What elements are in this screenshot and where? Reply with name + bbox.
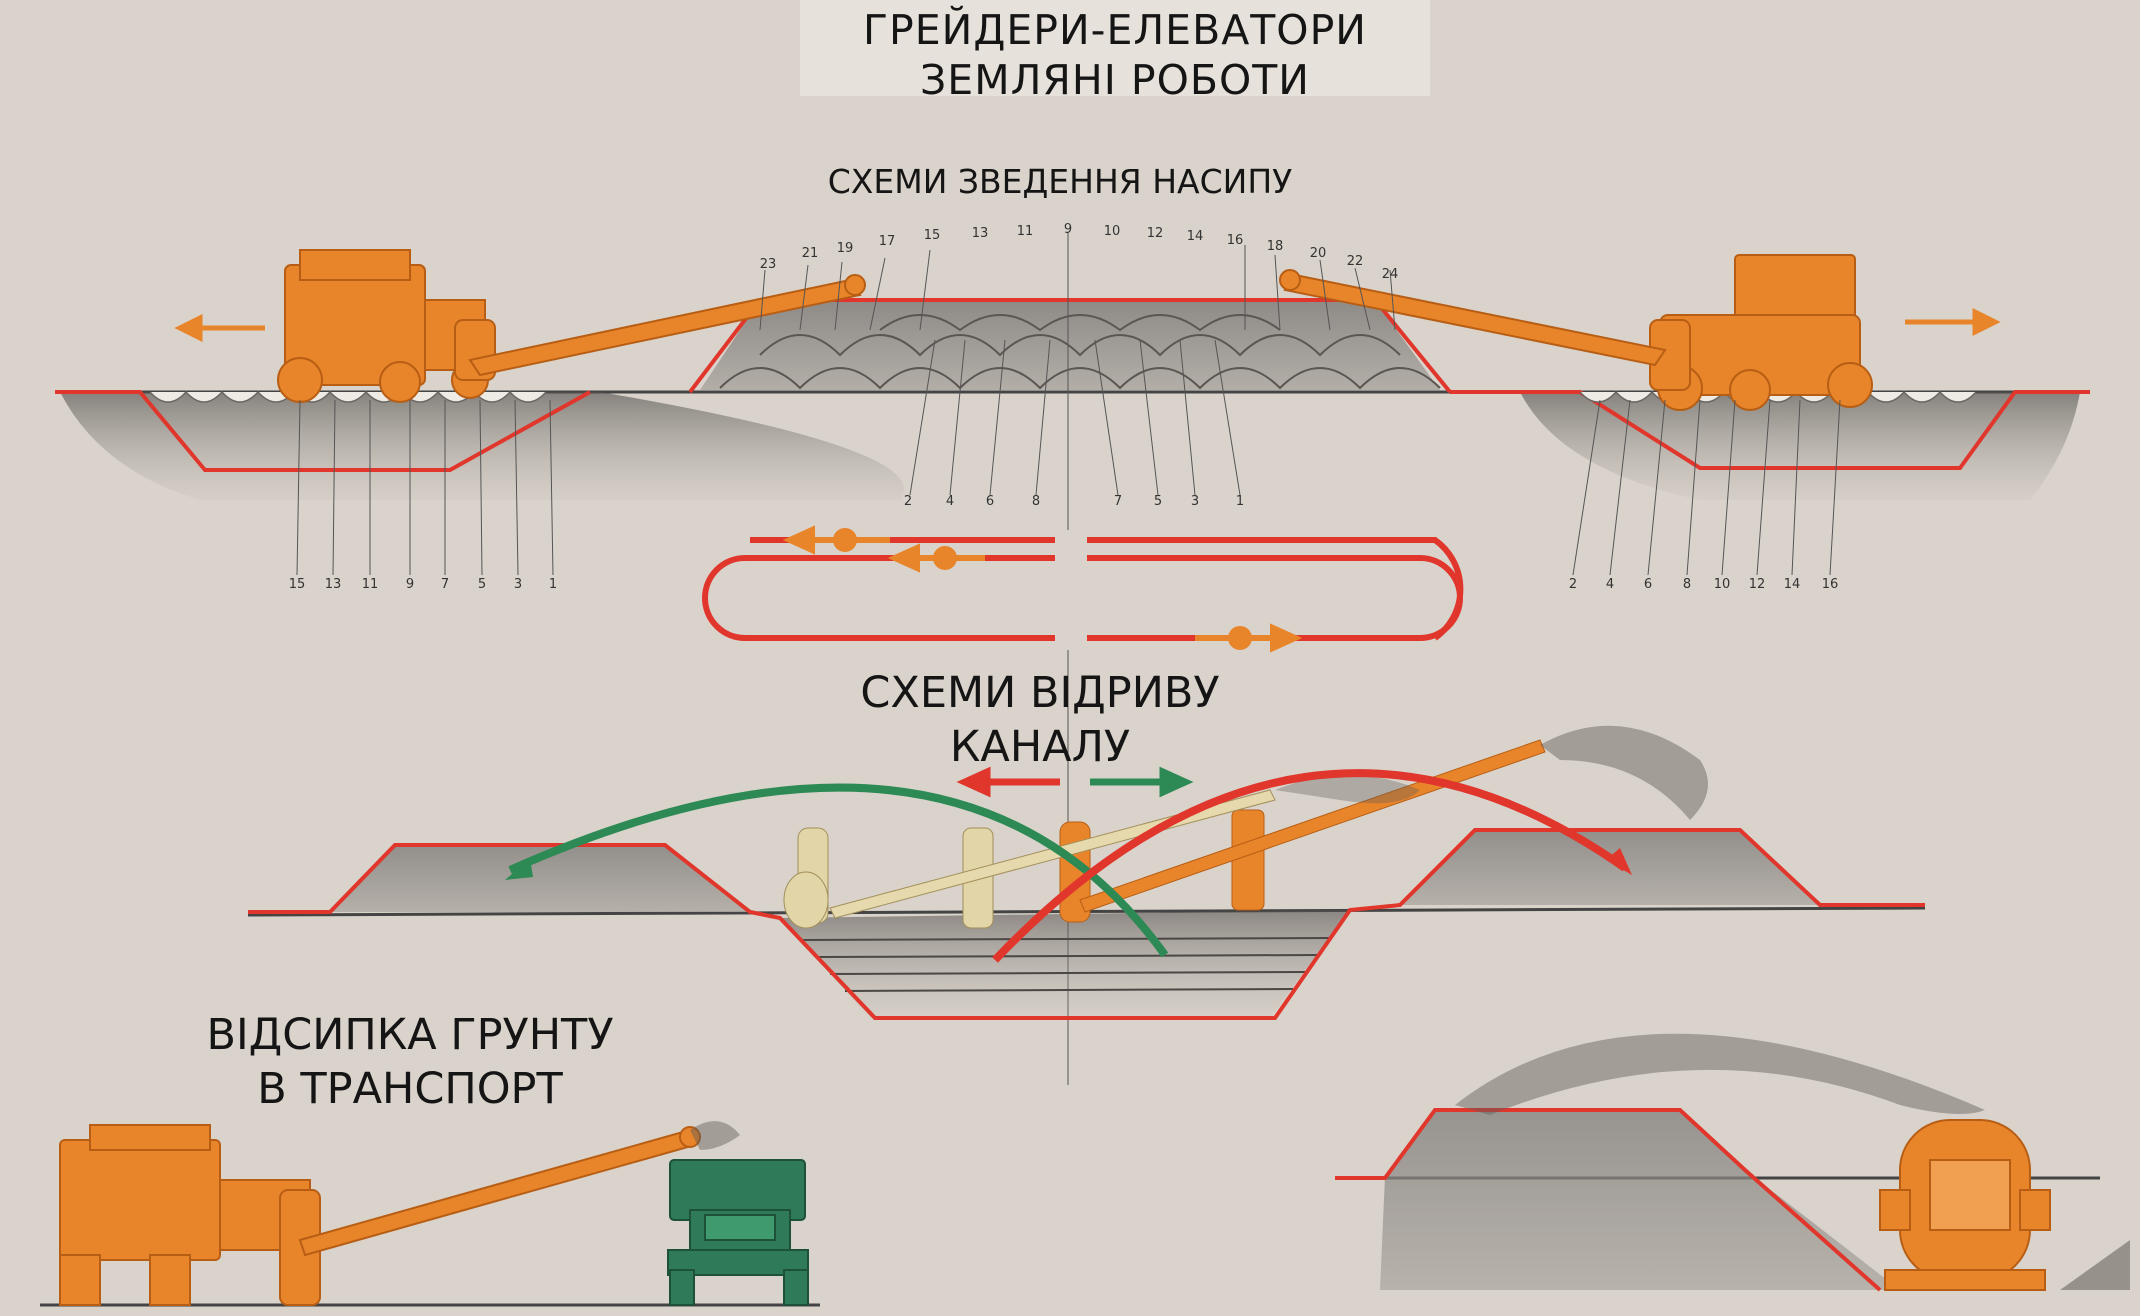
grader-elevator-icon bbox=[277, 249, 866, 403]
top-number-labels: 23 21 19 17 15 13 11 9 10 12 14 16 18 20… bbox=[760, 222, 1399, 282]
soil-spray bbox=[1540, 725, 1708, 820]
number-label: 9 bbox=[406, 577, 414, 592]
left-trench bbox=[60, 392, 905, 500]
number-label: 6 bbox=[1644, 577, 1652, 592]
right-trench-outline bbox=[1450, 390, 2090, 470]
embankment-heading: СХЕМИ ЗВЕДЕННЯ НАСИПУ bbox=[827, 162, 1293, 201]
number-label: 6 bbox=[986, 494, 994, 509]
arrow-right-icon bbox=[1195, 623, 1303, 653]
grader-elevator-icon bbox=[59, 1124, 701, 1306]
number-label: 3 bbox=[1191, 494, 1199, 509]
number-label: 3 bbox=[514, 577, 522, 592]
number-label: 7 bbox=[1114, 494, 1122, 509]
grader-elevator-icon bbox=[1279, 254, 1873, 411]
number-label: 10 bbox=[1714, 577, 1731, 592]
number-label: 20 bbox=[1310, 246, 1327, 261]
number-label: 15 bbox=[924, 228, 941, 243]
number-label: 8 bbox=[1032, 494, 1040, 509]
spoil-pile bbox=[1380, 1110, 1900, 1290]
number-label: 1 bbox=[549, 577, 557, 592]
traffic-loop-diagram bbox=[702, 525, 1464, 653]
loop-outline bbox=[1055, 555, 1463, 641]
number-label: 14 bbox=[1784, 577, 1801, 592]
center-bottom-number-labels: 2 4 6 8 7 5 3 1 bbox=[904, 494, 1244, 509]
embankment-scheme: 23 21 19 17 15 13 11 9 10 12 14 16 18 20… bbox=[55, 222, 2090, 1085]
right-trench bbox=[1520, 392, 2080, 500]
number-label: 21 bbox=[802, 246, 819, 261]
number-label: 5 bbox=[478, 577, 486, 592]
number-label: 2 bbox=[904, 494, 912, 509]
number-label: 13 bbox=[325, 577, 342, 592]
canal-cut bbox=[780, 910, 1350, 1018]
number-label: 22 bbox=[1347, 254, 1364, 269]
poster-title-line1: ГРЕЙДЕРИ-ЕЛЕВАТОРИ bbox=[863, 6, 1367, 54]
arrow-left-icon bbox=[505, 858, 533, 880]
number-label: 2 bbox=[1569, 577, 1577, 592]
number-label: 10 bbox=[1104, 224, 1121, 239]
arrow-right-icon bbox=[1606, 848, 1632, 875]
canal-heading-line2: КАНАЛУ bbox=[949, 722, 1131, 772]
transport-scheme bbox=[40, 1033, 2130, 1307]
loop-outline bbox=[1055, 537, 1464, 641]
number-label: 17 bbox=[879, 234, 896, 249]
number-label: 4 bbox=[1606, 577, 1614, 592]
green-trajectory-arc bbox=[508, 783, 1169, 958]
number-label: 12 bbox=[1749, 577, 1766, 592]
transport-heading-line2: В ТРАНСПОРТ bbox=[257, 1064, 563, 1114]
number-label: 12 bbox=[1147, 226, 1164, 241]
right-trench-number-labels: 2 4 6 8 10 12 14 16 bbox=[1569, 577, 1838, 592]
soil-spray bbox=[1455, 1033, 1985, 1115]
number-label: 7 bbox=[441, 577, 449, 592]
dump-truck-icon bbox=[667, 1159, 809, 1306]
arrow-left-icon bbox=[174, 313, 265, 343]
number-label: 5 bbox=[1154, 494, 1162, 509]
arrow-right-icon bbox=[1090, 766, 1194, 798]
left-trench-outline bbox=[55, 390, 591, 472]
poster-title-line2: ЗЕМЛЯНІ РОБОТИ bbox=[920, 56, 1310, 104]
red-trajectory-arc bbox=[992, 769, 1628, 963]
left-trench-number-labels: 15 13 11 9 7 5 3 1 bbox=[289, 577, 557, 592]
number-label: 24 bbox=[1382, 267, 1399, 282]
spoil-outline bbox=[1335, 1108, 1882, 1292]
embankment-layers bbox=[719, 314, 1441, 390]
loop-gap bbox=[1055, 530, 1087, 650]
number-label: 1 bbox=[1236, 494, 1244, 509]
left-spoil-bank bbox=[330, 845, 750, 912]
number-label: 16 bbox=[1227, 233, 1244, 248]
number-label: 11 bbox=[1017, 224, 1034, 239]
number-label: 23 bbox=[760, 257, 777, 272]
number-label: 16 bbox=[1822, 577, 1839, 592]
title-box bbox=[800, 0, 1430, 96]
trench-scallops bbox=[149, 390, 1977, 403]
number-label: 14 bbox=[1187, 229, 1204, 244]
canal-scheme bbox=[247, 725, 1926, 1020]
transport-heading-line1: ВІДСИПКА ГРУНТУ bbox=[206, 1010, 614, 1060]
number-label: 15 bbox=[289, 577, 306, 592]
canal-layers bbox=[799, 937, 1331, 992]
soil-spray bbox=[690, 1121, 740, 1150]
number-label: 9 bbox=[1064, 222, 1072, 237]
number-label: 19 bbox=[837, 241, 854, 256]
number-label: 18 bbox=[1267, 239, 1284, 254]
number-label: 11 bbox=[362, 577, 379, 592]
number-label: 13 bbox=[972, 226, 989, 241]
arrow-right-icon bbox=[1905, 307, 2001, 337]
right-spoil-bank bbox=[1400, 830, 1820, 905]
loop-outline bbox=[702, 555, 1055, 641]
arrow-left-icon bbox=[782, 525, 890, 555]
canal-heading-line1: СХЕМИ ВІДРИВУ bbox=[860, 668, 1220, 718]
arrow-left-icon bbox=[956, 766, 1060, 798]
right-slope bbox=[2060, 1240, 2130, 1290]
canal-outline bbox=[248, 828, 1925, 1020]
grader-elevator-icon bbox=[1879, 1119, 2051, 1291]
arrow-left-icon bbox=[887, 543, 985, 573]
number-label: 4 bbox=[946, 494, 954, 509]
loop-outline-inner bbox=[1055, 558, 1413, 594]
soil-spray bbox=[1275, 775, 1420, 804]
number-label: 8 bbox=[1683, 577, 1691, 592]
